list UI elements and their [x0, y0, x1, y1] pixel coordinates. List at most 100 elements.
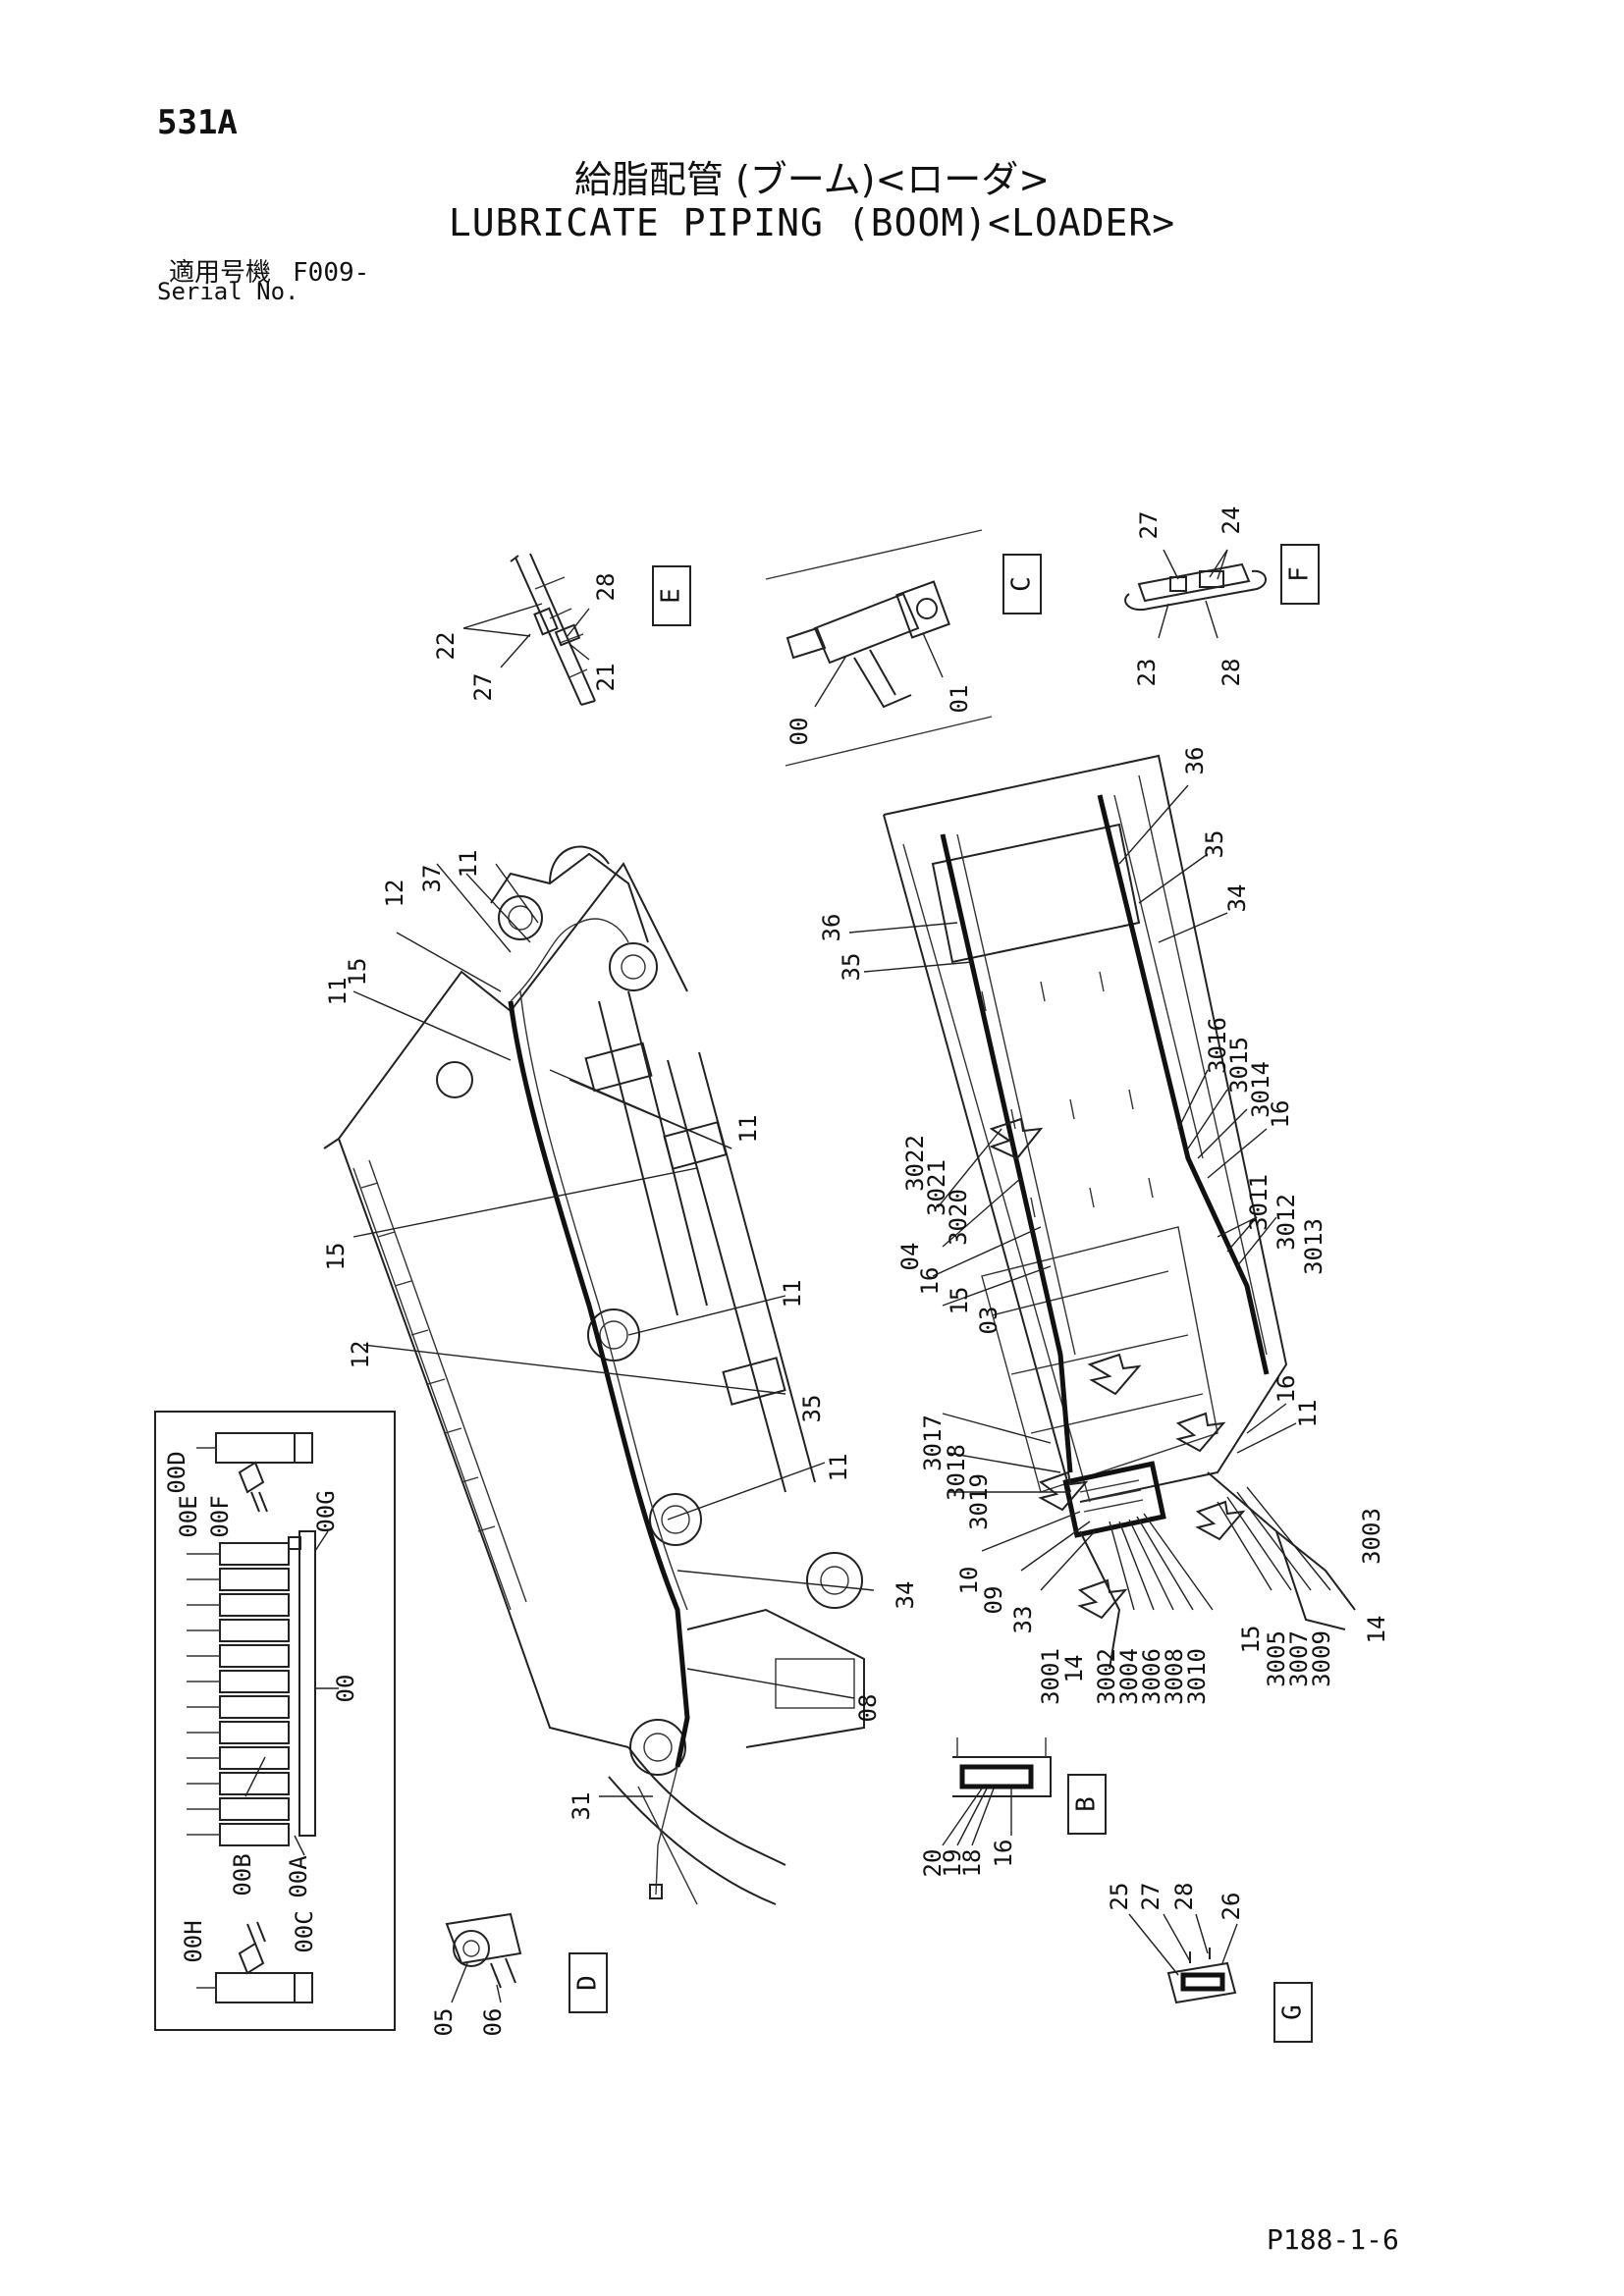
part-label: 3019	[965, 1473, 993, 1530]
part-label: 3021	[923, 1159, 950, 1216]
part-label: 3010	[1183, 1648, 1211, 1705]
part-label: 3014	[1247, 1061, 1274, 1118]
part-label: 12	[347, 1341, 374, 1369]
view-c-box	[1002, 554, 1042, 614]
part-label: 24	[1218, 507, 1245, 535]
part-label: 27	[469, 673, 497, 702]
part-label: 00	[332, 1675, 359, 1703]
part-label: 3016	[1204, 1017, 1231, 1074]
part-label: 23	[1133, 659, 1161, 687]
part-label: 3009	[1308, 1630, 1335, 1687]
part-label: 01	[946, 685, 973, 714]
part-label: 36	[1181, 747, 1209, 775]
part-label: 11	[324, 978, 352, 1006]
title-japanese: 給脂配管 (ブーム)<ローダ>	[573, 158, 1051, 201]
part-label: 15	[322, 1243, 350, 1271]
part-label: 3018	[943, 1444, 970, 1501]
part-label: 37	[418, 865, 446, 893]
serial-jp-text: 適用号機	[169, 258, 272, 288]
part-label: 11	[734, 1115, 762, 1144]
part-label: 25	[1106, 1883, 1133, 1911]
part-label: 3007	[1285, 1630, 1313, 1687]
manifold-detail	[154, 1411, 396, 2031]
manifold-frame	[154, 1411, 396, 2031]
part-label: 15	[344, 958, 371, 987]
part-label: 33	[1009, 1606, 1037, 1634]
view-b-detail	[942, 1737, 1107, 1846]
view-f-box	[1280, 544, 1320, 605]
part-label: 06	[479, 2008, 507, 2037]
part-label: 3020	[945, 1189, 972, 1246]
part-label: 35	[798, 1395, 826, 1423]
part-label: 14	[1363, 1616, 1390, 1644]
part-label: 10	[955, 1567, 983, 1595]
part-label: 3004	[1115, 1648, 1143, 1705]
view-e-detail	[462, 553, 691, 706]
view-c-detail	[765, 529, 1042, 767]
part-label: 12	[381, 880, 408, 908]
part-label: 31	[568, 1792, 595, 1821]
part-label: 3013	[1300, 1218, 1327, 1275]
part-label: 00A	[285, 1855, 312, 1898]
part-label: 11	[779, 1280, 806, 1308]
view-e-box	[652, 565, 691, 626]
part-label: 15	[946, 1287, 973, 1315]
part-label: 3011	[1245, 1174, 1272, 1231]
part-label: 35	[1201, 830, 1228, 859]
part-label: 04	[896, 1243, 924, 1271]
part-label: 00F	[206, 1495, 234, 1537]
view-label-c: C	[1007, 576, 1037, 592]
part-label: 3001	[1037, 1648, 1064, 1705]
part-label: 22	[432, 632, 460, 661]
part-label: 16	[990, 1840, 1017, 1868]
view-label-e: E	[657, 588, 686, 604]
part-label: 28	[1170, 1883, 1198, 1911]
part-label: 3015	[1225, 1037, 1253, 1094]
part-label: 00	[785, 718, 813, 746]
page-number: 531A	[157, 103, 238, 142]
view-label-f: F	[1285, 566, 1315, 582]
part-label: 27	[1135, 511, 1163, 540]
part-label: 15	[1237, 1626, 1265, 1654]
part-label: 35	[838, 953, 865, 982]
view-label-g: G	[1278, 2004, 1308, 2020]
part-label: 14	[1060, 1655, 1088, 1683]
part-label: 08	[854, 1694, 882, 1723]
part-label: 11	[1294, 1400, 1322, 1428]
part-label: 16	[916, 1267, 944, 1296]
part-label: 11	[455, 850, 482, 879]
part-label: 21	[592, 664, 620, 692]
reference-code: P188-1-6	[1267, 2223, 1399, 2256]
title-english: LUBRICATE PIPING (BOOM)<LOADER>	[448, 201, 1176, 244]
part-label: 00H	[180, 1920, 207, 1962]
view-d-box	[568, 1952, 608, 2013]
part-label: 00C	[291, 1910, 318, 1952]
part-label: 16	[1272, 1375, 1300, 1404]
part-label: 18	[958, 1849, 986, 1878]
serial-label-english: Serial No.	[157, 278, 299, 305]
part-label: 36	[818, 914, 845, 942]
view-f-detail	[1124, 544, 1320, 639]
part-label: 26	[1218, 1893, 1245, 1921]
part-label: 3022	[901, 1135, 929, 1192]
part-label: 3003	[1358, 1508, 1385, 1565]
part-label: 16	[1267, 1100, 1294, 1129]
view-label-d: D	[573, 1975, 603, 1991]
view-g-box	[1273, 1982, 1313, 2043]
loader-frame	[848, 754, 1356, 1670]
view-label-b: B	[1072, 1796, 1102, 1812]
part-label: 34	[1223, 884, 1251, 913]
part-label: 34	[892, 1581, 919, 1610]
part-label: 28	[592, 573, 620, 602]
part-label: 05	[430, 2008, 458, 2037]
part-label: 28	[1218, 659, 1245, 687]
part-label: 27	[1137, 1883, 1164, 1911]
part-label: 00E	[175, 1495, 202, 1537]
part-label: 11	[825, 1454, 852, 1482]
part-label: 00D	[163, 1451, 190, 1493]
part-label: 3006	[1138, 1648, 1165, 1705]
view-d-detail	[445, 1912, 608, 2013]
part-label: 20	[919, 1849, 947, 1878]
